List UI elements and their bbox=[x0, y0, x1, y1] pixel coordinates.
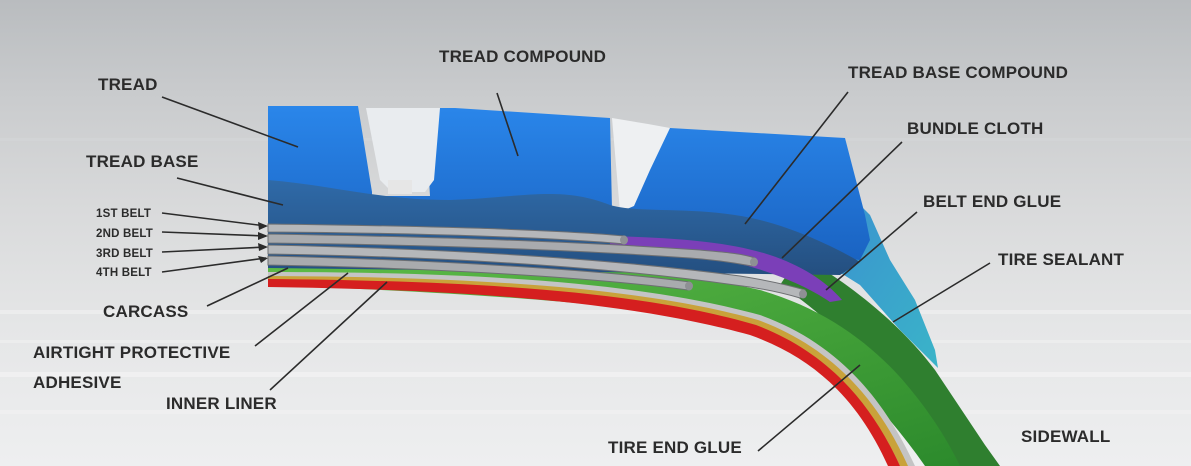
belt-3-end bbox=[799, 289, 807, 299]
leader-tread-compound bbox=[496, 92, 519, 157]
belt-2-end bbox=[750, 257, 758, 267]
leader-bundle-cloth bbox=[781, 141, 903, 259]
leader-belt-1 bbox=[161, 212, 267, 227]
leader-lines bbox=[161, 91, 991, 452]
label-tire-end-glue: TIRE END GLUE bbox=[608, 438, 742, 457]
leader-carcass bbox=[206, 267, 289, 307]
label-tread-base: TREAD BASE bbox=[86, 152, 199, 171]
label-tire-sealant: TIRE SEALANT bbox=[998, 250, 1125, 269]
label-tread-base-compound: TREAD BASE COMPOUND bbox=[848, 63, 1068, 82]
label-bundle-cloth: BUNDLE CLOTH bbox=[907, 119, 1044, 138]
label-tread: TREAD bbox=[98, 75, 158, 94]
label-belt-2: 2ND BELT bbox=[96, 228, 153, 240]
label-adhesive: ADHESIVE bbox=[33, 373, 122, 392]
belt-ends bbox=[620, 235, 807, 299]
tread-groove-left bbox=[366, 108, 440, 192]
leader-tire-sealant bbox=[892, 262, 991, 323]
inner-liner-layer bbox=[268, 279, 900, 466]
leader-tread-base bbox=[176, 177, 284, 206]
belt-2 bbox=[267, 233, 756, 267]
label-tread-compound: TREAD COMPOUND bbox=[439, 47, 606, 66]
leader-tread bbox=[161, 96, 299, 148]
carcass-layer bbox=[268, 264, 960, 466]
belt-1-end bbox=[620, 235, 628, 245]
label-carcass: CARCASS bbox=[103, 302, 188, 321]
leader-inner-liner bbox=[269, 281, 388, 391]
label-sidewall: SIDEWALL bbox=[1021, 427, 1110, 446]
leader-belt-3 bbox=[161, 246, 267, 253]
belt-4-end bbox=[685, 281, 693, 291]
leader-belt-end-glue bbox=[825, 211, 918, 291]
belt-3 bbox=[267, 244, 806, 299]
belt-stack bbox=[267, 223, 806, 299]
label-belt-4: 4TH BELT bbox=[96, 267, 152, 279]
tread-groove-right bbox=[612, 118, 670, 212]
leader-tread-base-compound bbox=[744, 91, 849, 225]
sidewall-layer bbox=[780, 255, 1000, 466]
labels: TREAD TREAD COMPOUND TREAD BASE COMPOUND… bbox=[33, 47, 1125, 457]
leader-belt-4 bbox=[161, 257, 267, 273]
label-airtight-protective: AIRTIGHT PROTECTIVE bbox=[33, 343, 230, 362]
groove-notch bbox=[388, 180, 412, 194]
leader-airtight bbox=[254, 272, 349, 347]
belt-arrowheads bbox=[258, 222, 268, 263]
label-inner-liner: INNER LINER bbox=[166, 394, 277, 413]
label-belt-3: 3RD BELT bbox=[96, 248, 153, 260]
label-belt-end-glue: BELT END GLUE bbox=[923, 192, 1061, 211]
leader-belt-2 bbox=[161, 231, 267, 237]
label-belt-1: 1ST BELT bbox=[96, 208, 151, 220]
leader-tire-end-glue bbox=[757, 364, 861, 452]
